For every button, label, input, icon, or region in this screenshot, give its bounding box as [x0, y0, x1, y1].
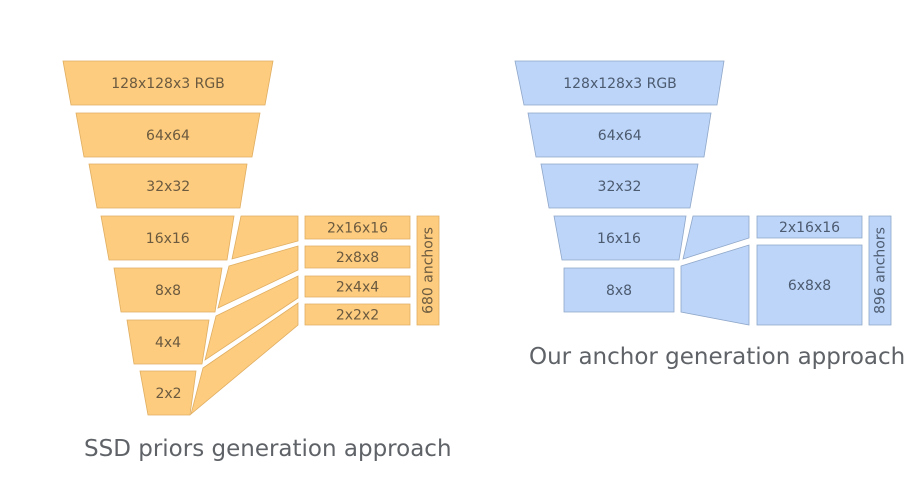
output-label: 2x8x8	[336, 250, 379, 266]
layer-label: 32x32	[598, 179, 642, 195]
connector-block	[682, 215, 750, 260]
layer-block	[527, 112, 712, 158]
ssd-caption: SSD priors generation approach	[84, 436, 452, 462]
layer-block	[75, 112, 261, 158]
layer-label: 16x16	[597, 231, 641, 247]
anchors-total-block	[868, 215, 892, 326]
anchors-total-label: 896 anchors	[873, 227, 889, 314]
anchors-total-label: 680 anchors	[421, 227, 437, 314]
layer-label: 64x64	[146, 128, 190, 144]
output-block	[756, 244, 863, 326]
layer-label: 2x2	[155, 386, 181, 402]
layer-label: 16x16	[146, 231, 190, 247]
output-block	[304, 245, 411, 269]
layer-block	[563, 267, 675, 313]
our-diagram: 128x128x3 RGB 64x64 32x32 16x16 8x8 2x16x16 6x…	[514, 60, 892, 326]
connector-block	[204, 275, 299, 361]
layer-label: 64x64	[598, 128, 642, 144]
layer-block	[100, 215, 235, 261]
layer-label: 128x128x3 RGB	[563, 76, 677, 92]
output-block	[304, 215, 411, 240]
output-label: 2x2x2	[336, 308, 379, 324]
layer-label: 8x8	[155, 283, 181, 299]
connector-block	[231, 215, 299, 260]
output-label: 2x16x16	[327, 221, 388, 237]
layer-block	[113, 267, 223, 313]
output-block	[756, 215, 863, 239]
ssd-diagram: 128x128x3 RGB 64x64 32x32 16x16 8x8 4x4 2x2 2x1…	[62, 60, 440, 416]
anchors-total-block	[416, 215, 440, 326]
output-label: 2x16x16	[779, 220, 840, 236]
layer-label: 4x4	[155, 335, 181, 351]
layer-block	[139, 370, 197, 416]
layer-label: 128x128x3 RGB	[111, 76, 225, 92]
layer-block	[514, 60, 725, 106]
layer-block	[553, 215, 687, 261]
connector-block	[217, 245, 299, 309]
connector-block	[190, 302, 299, 416]
layer-block	[540, 163, 699, 209]
connector-block	[680, 244, 750, 326]
layer-label: 32x32	[146, 179, 190, 195]
output-block	[304, 275, 411, 298]
output-label: 2x4x4	[336, 280, 379, 296]
layer-block	[62, 60, 274, 106]
our-caption: Our anchor generation approach	[529, 344, 905, 370]
layer-label: 8x8	[606, 283, 632, 299]
output-block	[304, 303, 411, 326]
output-label: 6x8x8	[788, 278, 831, 294]
layer-block	[88, 163, 248, 209]
layer-block	[126, 319, 210, 365]
